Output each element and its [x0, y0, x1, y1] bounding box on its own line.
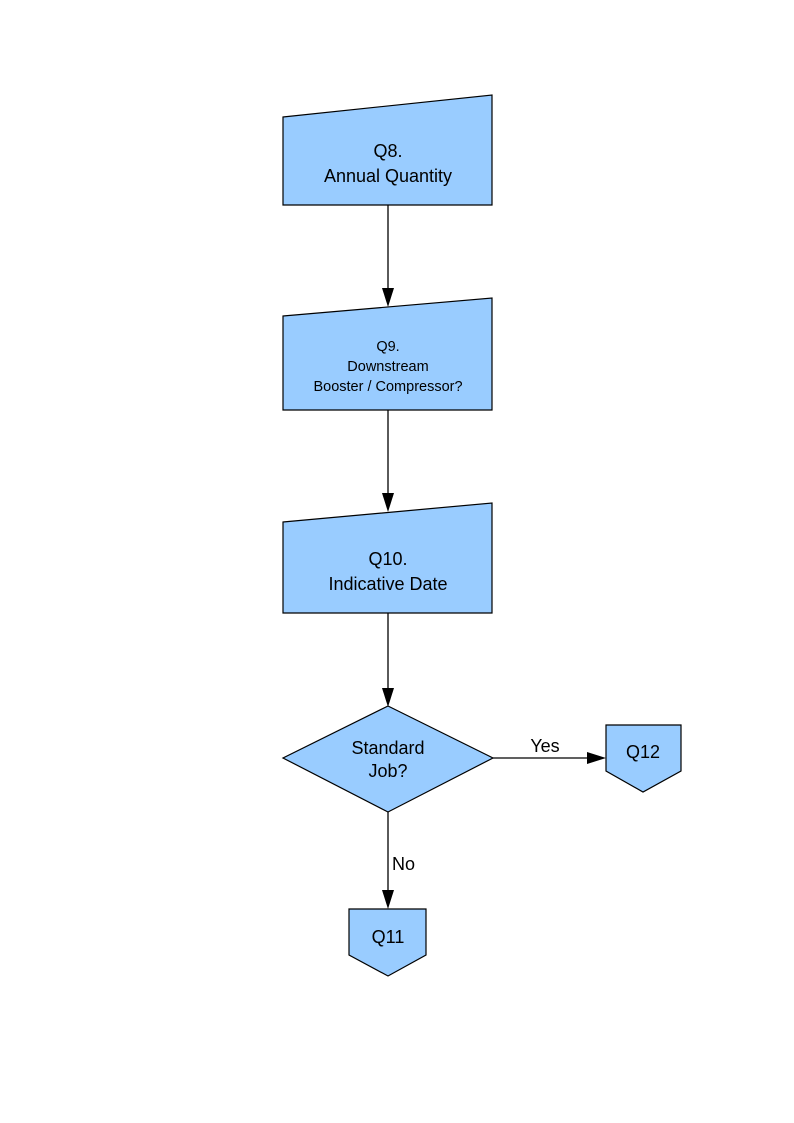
arrow-head-icon [382, 288, 394, 307]
node-decision-line-2: Job? [368, 761, 407, 781]
node-decision-shape[interactable] [281, 705, 495, 813]
connector-decision-to-q12: Yes [493, 736, 606, 764]
node-q8-line-2: Annual Quantity [324, 166, 452, 186]
node-q9-line-2: Downstream [347, 359, 428, 375]
connector-q9-to-q10 [382, 410, 394, 512]
node-q12-shape[interactable] [605, 724, 682, 793]
node-q9[interactable]: Q9. Downstream Booster / Compressor? [282, 297, 493, 411]
node-q9-line-3: Booster / Compressor? [313, 379, 462, 395]
node-q11[interactable]: Q11 [348, 908, 427, 977]
node-q8-line-1: Q8. [373, 141, 402, 161]
arrow-head-icon [382, 890, 394, 909]
node-q11-label: Q11 [372, 927, 405, 947]
node-q8[interactable]: Q8. Annual Quantity [282, 94, 493, 206]
arrow-head-icon [587, 752, 606, 764]
node-decision-standard-job[interactable]: Standard Job? [281, 705, 495, 813]
node-q12[interactable]: Q12 [605, 724, 682, 793]
connector-q10-to-decision [382, 613, 394, 707]
edge-label-no: No [392, 854, 415, 874]
node-q12-label: Q12 [626, 742, 660, 762]
node-q9-line-1: Q9. [376, 339, 399, 355]
connector-decision-to-q11: No [382, 812, 415, 909]
connector-q8-to-q9 [382, 205, 394, 307]
node-decision-line-1: Standard [351, 738, 424, 758]
node-q10-shape[interactable] [282, 502, 493, 614]
node-q8-shape[interactable] [282, 94, 493, 206]
node-q11-shape[interactable] [348, 908, 427, 977]
node-q10-line-2: Indicative Date [328, 574, 447, 594]
edge-label-yes: Yes [530, 736, 559, 756]
node-q10[interactable]: Q10. Indicative Date [282, 502, 493, 614]
arrow-head-icon [382, 493, 394, 512]
node-q9-shape[interactable] [282, 297, 493, 411]
node-q10-line-1: Q10. [368, 549, 407, 569]
arrow-head-icon [382, 688, 394, 707]
